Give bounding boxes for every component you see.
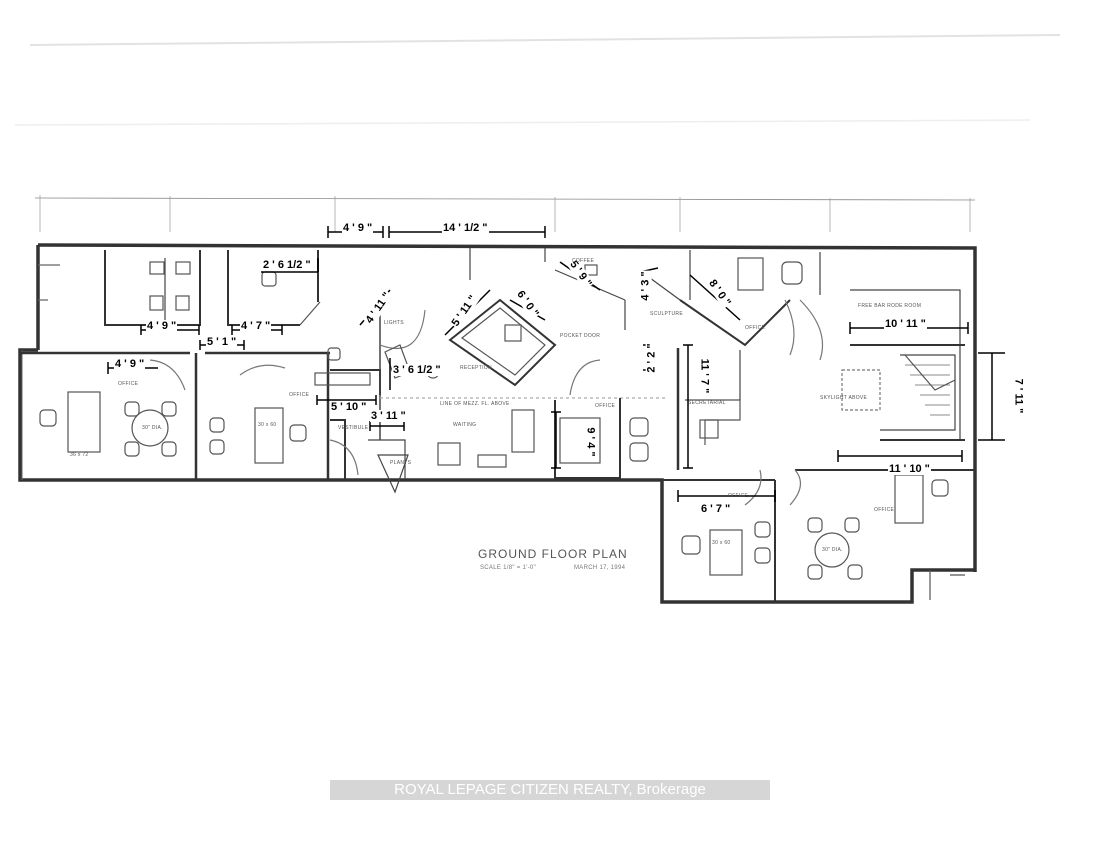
room-label: RECEPTION — [460, 365, 492, 371]
room-label: OFFICE — [745, 325, 766, 331]
room-label: 36 x 72 — [70, 452, 89, 458]
dimension-label: 2 ' 2 " — [645, 342, 658, 374]
room-label: COFFEE — [572, 258, 595, 264]
room-label: 30" DIA. — [142, 425, 163, 431]
room-label: OFFICE — [595, 403, 616, 409]
brokerage-watermark: ROYAL LEPAGE CITIZEN REALTY, Brokerage — [330, 780, 770, 800]
dimension-label: 3 ' 11 " — [370, 410, 407, 422]
room-label: FREE BAR RODE ROOM — [858, 303, 922, 309]
dimension-label: 14 ' 1/2 " — [442, 222, 489, 234]
room-label: OFFICE — [874, 507, 895, 513]
dimension-label: 4 ' 3 " — [639, 270, 652, 302]
room-label: SCULPTURE — [650, 311, 683, 317]
room-label: 30" DIA. — [822, 547, 843, 553]
plan-title: GROUND FLOOR PLAN — [478, 547, 628, 561]
dimension-label: 5 ' 1 " — [206, 336, 238, 348]
dimension-label: 3 ' 6 1/2 " — [392, 364, 442, 376]
room-label: WAITING — [453, 422, 477, 428]
dimension-label: 7 ' 11 " — [1012, 377, 1025, 415]
room-label: VESTIBULE — [338, 425, 369, 431]
room-label: 30 x 60 — [258, 422, 277, 428]
room-label: SECRETARIAL — [688, 400, 726, 406]
dimension-label: 4 ' 7 " — [240, 320, 272, 332]
dimension-label: 4 ' 9 " — [342, 222, 374, 234]
dimension-label: 9 ' 4 " — [584, 426, 597, 458]
room-label: OFFICE — [118, 381, 139, 387]
room-label: SKYLIGHT ABOVE — [820, 395, 868, 401]
dimension-label: 6 ' 7 " — [700, 503, 732, 515]
room-label: OFFICE — [289, 392, 310, 398]
dimension-label: 10 ' 11 " — [884, 318, 927, 330]
room-label: OFFICE — [728, 493, 749, 499]
dimension-label: 11 ' 7 " — [698, 357, 711, 395]
room-label: PLANTS — [390, 460, 412, 466]
room-label: LIGHTS — [384, 320, 404, 326]
dimension-label: 2 ' 6 1/2 " — [262, 259, 312, 271]
plan-date: MARCH 17, 1994 — [574, 565, 626, 571]
room-label: 30 x 60 — [712, 540, 731, 546]
room-label: POCKET DOOR — [560, 333, 601, 339]
dimension-label: 5 ' 10 " — [330, 401, 368, 413]
dimension-label: 4 ' 9 " — [114, 358, 146, 370]
plan-scale: SCALE 1/8" = 1'-0" — [480, 565, 536, 571]
dimension-label: 11 ' 10 " — [888, 463, 931, 475]
dimension-label: 4 ' 9 " — [146, 320, 178, 332]
room-label: LINE OF MEZZ. FL. ABOVE — [440, 401, 510, 407]
